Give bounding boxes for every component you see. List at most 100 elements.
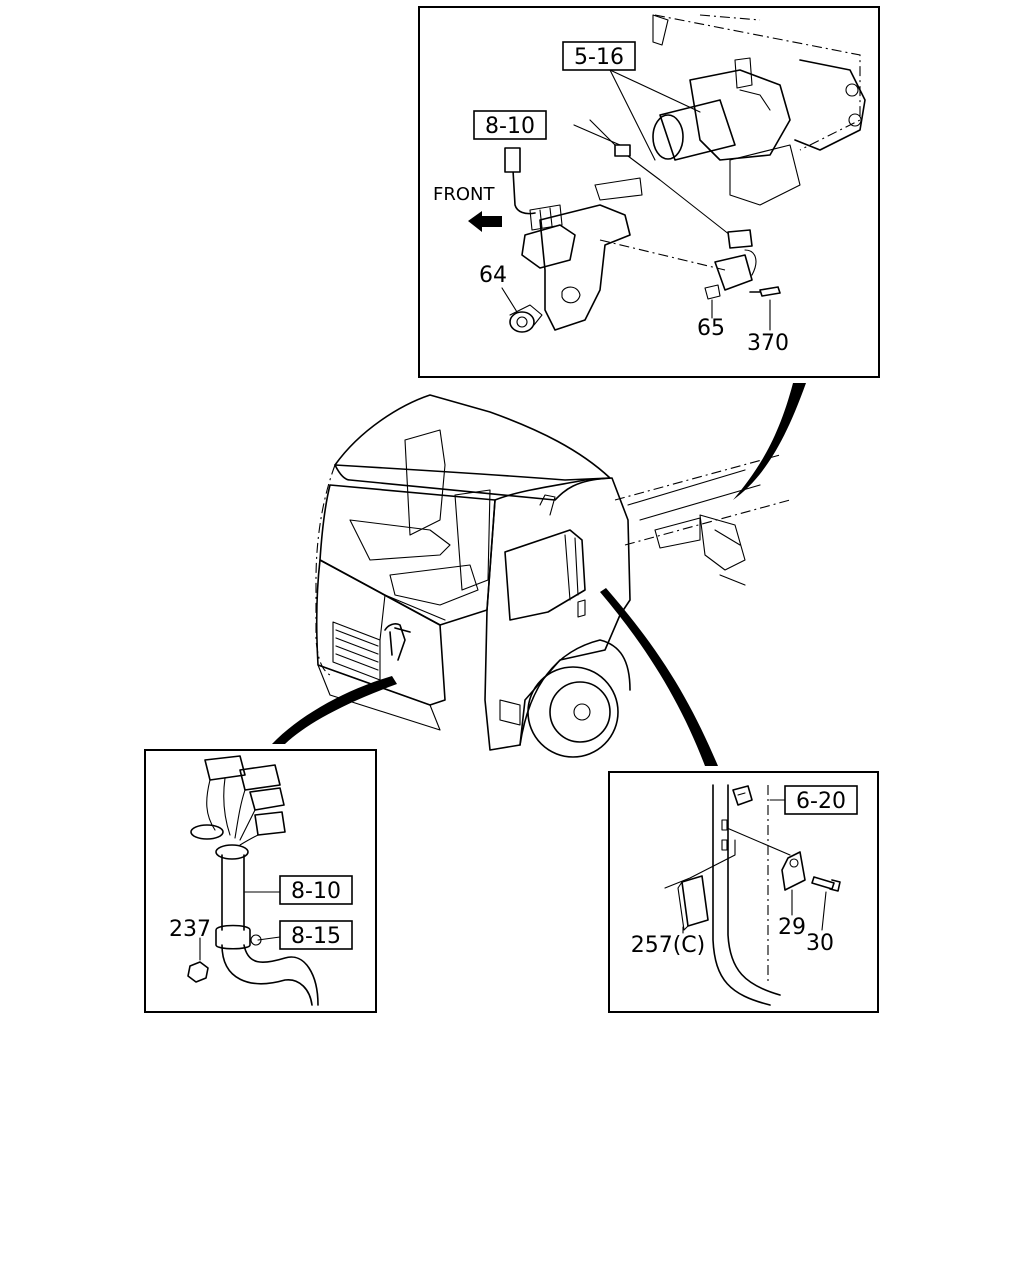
connector-4 bbox=[254, 811, 286, 836]
bolt-30 bbox=[811, 876, 841, 892]
part-number-29: 29 bbox=[778, 915, 806, 940]
connector-2 bbox=[239, 764, 281, 791]
ref-label-8-10: 8-10 bbox=[485, 114, 535, 139]
harness-line bbox=[589, 119, 731, 236]
mount-bolt-1 bbox=[845, 83, 859, 97]
frame-rail-upper bbox=[614, 454, 781, 501]
right-detail-panel: 6-20 257(C) 29 30 bbox=[608, 771, 879, 1013]
plate-29-hole bbox=[789, 858, 799, 868]
leader-30 bbox=[821, 891, 827, 931]
ref-box-8-10 bbox=[473, 110, 547, 140]
seat-base-left bbox=[349, 519, 451, 561]
grille bbox=[332, 621, 381, 681]
leader-5-16-b bbox=[609, 69, 656, 161]
lower-bracket bbox=[729, 144, 801, 206]
part-number-237: 237 bbox=[169, 917, 211, 942]
switch-body bbox=[714, 254, 753, 291]
connector-block bbox=[529, 204, 563, 231]
mount-bolt-2 bbox=[848, 113, 862, 127]
ref-box-5-16 bbox=[562, 41, 636, 71]
door-frame-inner bbox=[727, 784, 781, 996]
harness-connector-small bbox=[614, 144, 631, 157]
plate-hole bbox=[561, 286, 581, 304]
striker-bracket bbox=[732, 785, 753, 806]
front-wheel-hub bbox=[573, 703, 591, 721]
left-detail-panel: 8-10 8-15 237 bbox=[144, 749, 377, 1013]
frame-rail-lower bbox=[624, 499, 791, 546]
seat-back-left bbox=[404, 429, 446, 536]
cab-front-face bbox=[315, 559, 446, 706]
sensor-plug bbox=[504, 147, 521, 173]
ref-label-6-20: 6-20 bbox=[796, 789, 846, 814]
latch-tab-2 bbox=[721, 839, 728, 851]
cab-roof-edge bbox=[334, 464, 611, 501]
leader-5-16-a bbox=[609, 69, 701, 113]
front-panel-line bbox=[379, 594, 446, 641]
assembly-dash-line bbox=[599, 239, 726, 271]
frame-bracket-top bbox=[652, 14, 669, 46]
switch-257-face bbox=[677, 881, 689, 931]
top-detail-panel: 5-16 8-10 FRONT 64 65 370 bbox=[418, 6, 880, 378]
switch-wire bbox=[744, 249, 757, 276]
ref-label-8-15: 8-15 bbox=[291, 924, 341, 949]
actuator-cylinder bbox=[659, 99, 736, 161]
grommet-upper bbox=[190, 824, 224, 840]
mirror-arm bbox=[539, 494, 556, 516]
harness-wires bbox=[206, 777, 259, 846]
fender-light bbox=[499, 699, 521, 726]
actuator-mount bbox=[794, 59, 866, 151]
door-window-inner bbox=[564, 534, 579, 601]
mounting-plate bbox=[539, 204, 631, 331]
ref-box-6-20 bbox=[784, 785, 858, 815]
bolt-370 bbox=[749, 286, 781, 297]
callout-wedges bbox=[272, 383, 806, 766]
frame-rail-solid bbox=[627, 469, 761, 549]
actuator-fitting bbox=[734, 57, 771, 111]
harness-tube bbox=[221, 854, 245, 931]
mount-outline bbox=[664, 839, 736, 889]
actuator-cylinder-end bbox=[652, 114, 684, 160]
connector-1 bbox=[204, 755, 246, 781]
truck-illustration bbox=[315, 394, 791, 758]
wedge-top bbox=[733, 383, 806, 500]
latch-tab-1 bbox=[721, 819, 728, 831]
front-harness bbox=[384, 623, 411, 661]
ref-box-8-10-left bbox=[279, 875, 353, 905]
ref-label-5-16: 5-16 bbox=[574, 45, 624, 70]
actuator-body bbox=[689, 69, 791, 161]
part-number-30: 30 bbox=[806, 931, 834, 956]
nut-237 bbox=[187, 961, 209, 983]
part-number-64: 64 bbox=[479, 263, 507, 288]
wedge-right bbox=[600, 588, 718, 766]
windshield bbox=[319, 484, 496, 626]
connector-3 bbox=[249, 787, 285, 811]
front-arrow-icon bbox=[468, 211, 502, 232]
wedge-left bbox=[272, 676, 397, 744]
sensor-wire bbox=[512, 169, 536, 215]
harness-clamp bbox=[215, 924, 251, 950]
harness-connector bbox=[727, 229, 753, 249]
striker-inner bbox=[737, 792, 746, 796]
leader-64 bbox=[501, 287, 518, 313]
seat-back-right bbox=[454, 489, 491, 591]
switch-stud bbox=[704, 284, 721, 300]
leader-8-15 bbox=[257, 936, 281, 941]
ref-label-8-10-left: 8-10 bbox=[291, 879, 341, 904]
part-number-65: 65 bbox=[697, 316, 725, 341]
part-number-370: 370 bbox=[747, 331, 789, 356]
part-number-257: 257(C) bbox=[631, 933, 706, 958]
plate-29 bbox=[781, 851, 806, 891]
front-direction-label: FRONT bbox=[433, 184, 495, 205]
frame-bracket bbox=[699, 514, 746, 586]
grommet-64 bbox=[509, 311, 535, 333]
plate-flange bbox=[594, 177, 643, 201]
grommet-64-flange bbox=[509, 304, 543, 326]
ref-box-8-15 bbox=[279, 920, 353, 950]
wheel-arch bbox=[519, 639, 631, 746]
front-wheel-tire bbox=[527, 666, 619, 758]
front-wheel-rim bbox=[549, 681, 611, 743]
bumper bbox=[317, 664, 441, 731]
grommet-64-inner bbox=[516, 316, 528, 328]
harness-hose bbox=[221, 944, 319, 1006]
